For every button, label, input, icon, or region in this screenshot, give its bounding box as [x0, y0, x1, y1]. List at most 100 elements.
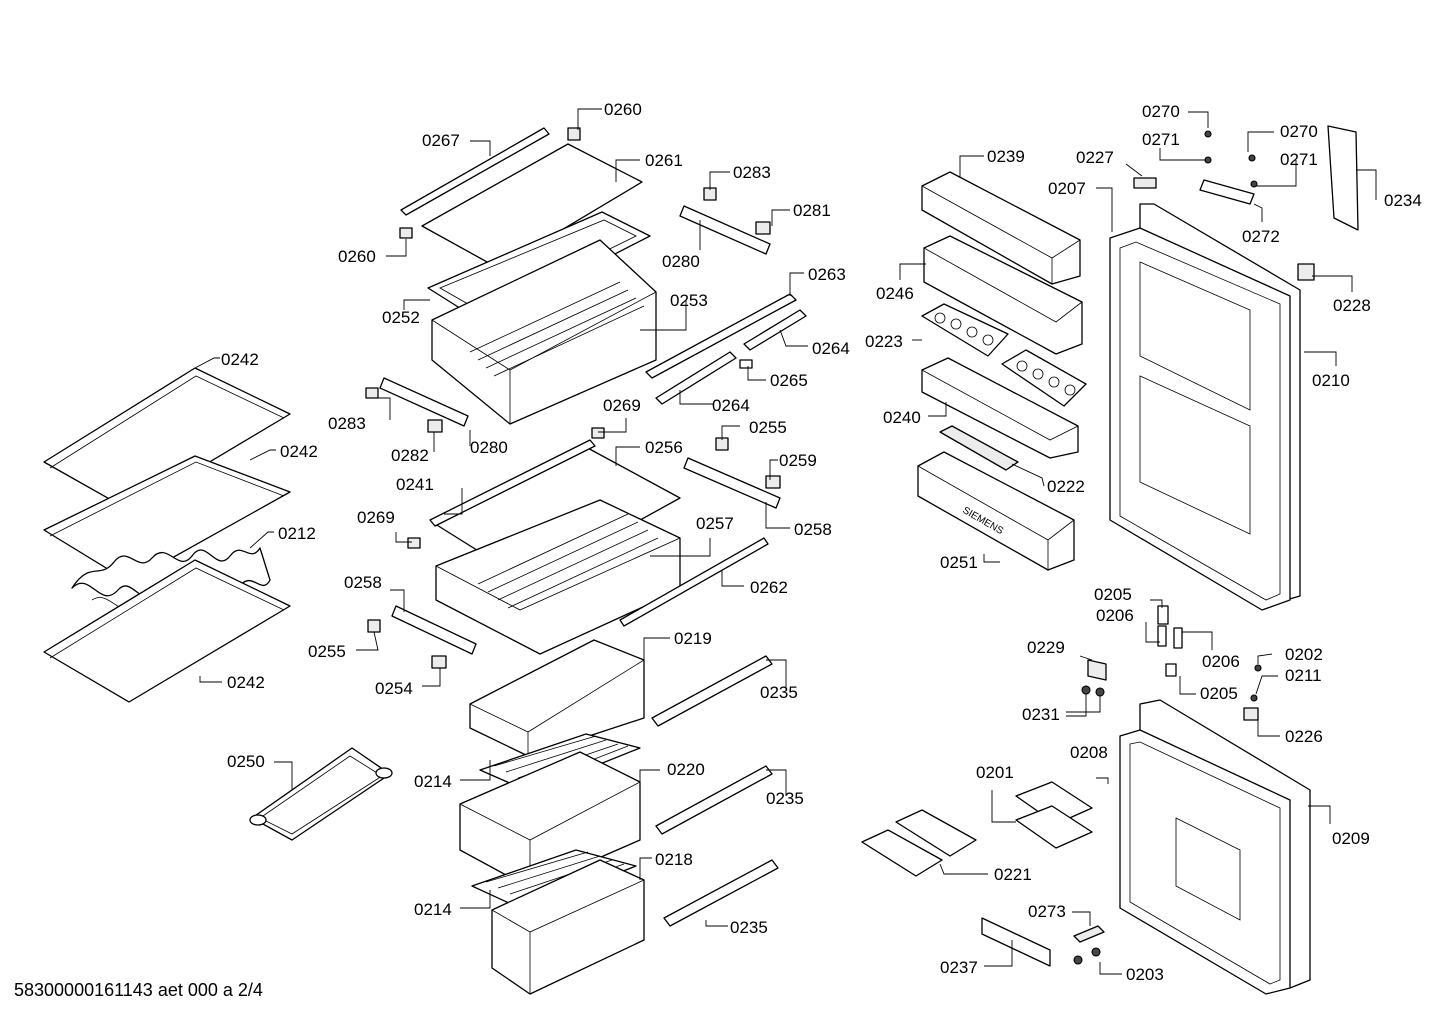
callout-0270-b: 0270 — [1280, 122, 1318, 141]
crisper-drawer-middle — [435, 499, 681, 655]
callout-0269-a: 0269 — [603, 396, 641, 415]
callout-0251: 0251 — [940, 553, 978, 572]
callout-0221: 0221 — [994, 865, 1032, 884]
callout-0235-c: 0235 — [730, 918, 768, 937]
callout-0272: 0272 — [1242, 227, 1280, 246]
callout-0269-b: 0269 — [357, 508, 395, 527]
callout-0226: 0226 — [1285, 727, 1323, 746]
callout-0257: 0257 — [696, 514, 734, 533]
callout-0240: 0240 — [883, 408, 921, 427]
callout-0212: 0212 — [278, 524, 316, 543]
callout-0227: 0227 — [1076, 148, 1114, 167]
callout-0206-a: 0206 — [1096, 606, 1134, 625]
egg-tray-upper — [921, 303, 1009, 357]
callout-0207: 0207 — [1048, 179, 1086, 198]
callout-0214-a: 0214 — [414, 772, 452, 791]
callout-0270-a: 0270 — [1142, 102, 1180, 121]
cover-rail-middle — [429, 439, 596, 527]
callout-0281: 0281 — [793, 201, 831, 220]
hinge-parts — [1133, 125, 1359, 281]
callout-0263: 0263 — [808, 265, 846, 284]
callout-0255-b: 0255 — [308, 642, 346, 661]
callout-0280-a: 0280 — [662, 252, 700, 271]
drawer-218 — [491, 859, 645, 995]
callout-0252: 0252 — [382, 308, 420, 327]
lower-door — [1119, 699, 1311, 995]
callout-0211: 0211 — [1285, 666, 1322, 685]
ice-cube-trays — [861, 781, 1093, 877]
callout-0260-b: 0260 — [338, 247, 376, 266]
callout-0239: 0239 — [987, 147, 1025, 166]
callout-0283-a: 0283 — [733, 163, 771, 182]
egg-tray-lower — [1001, 349, 1087, 407]
callout-0220: 0220 — [667, 760, 705, 779]
drawer-220 — [459, 751, 641, 889]
callout-0267: 0267 — [422, 131, 460, 150]
callout-0203: 0203 — [1126, 965, 1164, 984]
glass-shelf-top — [43, 367, 291, 511]
bracket-set-middle — [367, 427, 781, 669]
callout-0241: 0241 — [396, 475, 434, 494]
door-bin-246 — [923, 235, 1083, 355]
callout-0205-a: 0205 — [1094, 585, 1132, 604]
callout-0229: 0229 — [1027, 638, 1065, 657]
callout-0261: 0261 — [645, 151, 683, 170]
callout-0259: 0259 — [779, 451, 817, 470]
callout-0250: 0250 — [227, 752, 265, 771]
callout-0235-a: 0235 — [760, 683, 798, 702]
butter-tray — [249, 747, 393, 841]
callout-0219: 0219 — [674, 629, 712, 648]
callout-0206-b: 0206 — [1202, 652, 1240, 671]
lower-hardware — [981, 917, 1105, 967]
drawing-number: 58300000161143 aet 000 a 2/4 — [14, 980, 263, 1000]
callout-0246: 0246 — [876, 284, 914, 303]
drawer-219 — [469, 639, 645, 757]
bracket-set-upper — [365, 127, 771, 433]
callout-0253: 0253 — [670, 291, 708, 310]
callout-0271-b: 0271 — [1280, 150, 1318, 169]
callout-0214-b: 0214 — [414, 900, 452, 919]
callout-0262: 0262 — [750, 578, 788, 597]
bottle-retainer — [939, 425, 1019, 471]
side-rail-middle — [619, 537, 769, 627]
small-hardware — [1081, 605, 1262, 721]
callout-0202: 0202 — [1285, 645, 1323, 664]
upper-door — [1109, 203, 1301, 611]
callout-0234: 0234 — [1384, 191, 1422, 210]
callout-0256: 0256 — [645, 438, 683, 457]
callout-0210: 0210 — [1312, 371, 1350, 390]
callout-0282: 0282 — [391, 446, 429, 465]
side-rail-set-upper — [645, 293, 807, 405]
callout-0273: 0273 — [1028, 902, 1066, 921]
door-bin-239 — [921, 171, 1081, 285]
leader-lines — [194, 108, 1377, 975]
callout-0242-c: 0242 — [227, 673, 265, 692]
callout-0208: 0208 — [1070, 743, 1108, 762]
callout-0242-b: 0242 — [280, 442, 318, 461]
drawer-rails — [651, 655, 779, 927]
callout-0237: 0237 — [940, 958, 978, 977]
callout-0201: 0201 — [976, 763, 1014, 782]
callout-0271-a: 0271 — [1142, 130, 1180, 149]
callout-0264-b: 0264 — [712, 396, 750, 415]
cover-rail-top — [400, 127, 550, 216]
glass-cover-top — [421, 143, 643, 269]
callout-0242-a: 0242 — [221, 350, 259, 369]
callout-0209: 0209 — [1332, 829, 1370, 848]
callout-0280-b: 0280 — [470, 438, 508, 457]
callout-0258-b: 0258 — [344, 573, 382, 592]
callout-0283-b: 0283 — [328, 414, 366, 433]
glass-shelf-bottom — [43, 559, 291, 703]
crisper-drawer-upper — [431, 239, 657, 425]
callout-0264-a: 0264 — [812, 339, 850, 358]
callout-labels: 0267 0260 0261 0260 0283 0281 0280 0252 … — [221, 100, 1422, 984]
callout-0205-b: 0205 — [1200, 684, 1238, 703]
callout-0260-a: 0260 — [604, 100, 642, 119]
glass-shelf-middle — [43, 455, 291, 583]
callout-0218: 0218 — [655, 850, 693, 869]
callout-0258-a: 0258 — [794, 520, 832, 539]
callout-0228: 0228 — [1333, 296, 1371, 315]
callout-0223: 0223 — [865, 332, 903, 351]
callout-0255-a: 0255 — [749, 418, 787, 437]
